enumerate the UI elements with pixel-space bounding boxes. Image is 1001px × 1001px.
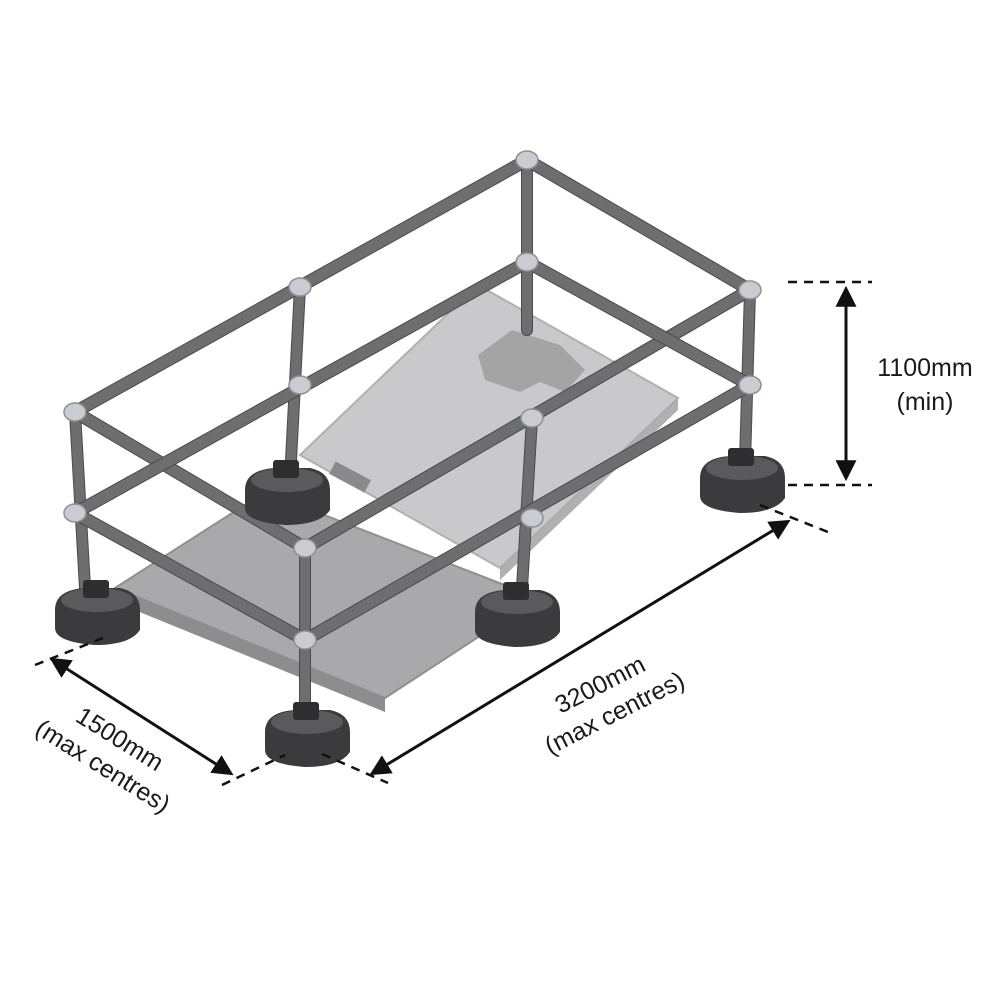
hatch-frame-side bbox=[115, 588, 385, 712]
width-ext-right bbox=[221, 753, 286, 787]
base-front-middle bbox=[265, 702, 350, 767]
clamp-fitting bbox=[293, 538, 317, 558]
clamp-fitting bbox=[515, 252, 539, 272]
base-back-left-socket bbox=[273, 460, 299, 478]
clamp-fitting bbox=[288, 375, 312, 395]
clamp-fitting bbox=[738, 280, 762, 300]
mid-rail-right bbox=[521, 256, 756, 391]
base-front-left-top bbox=[61, 588, 133, 612]
clamp-fitting bbox=[63, 402, 87, 422]
base-back-left bbox=[245, 460, 330, 525]
clamp-fitting bbox=[293, 630, 317, 650]
base-front-right-socket bbox=[503, 582, 529, 600]
post-front-left bbox=[70, 407, 90, 593]
clamp-fitting bbox=[63, 503, 87, 523]
clamp-fitting bbox=[515, 150, 539, 170]
mid-rail-left bbox=[69, 507, 311, 646]
length-ext-right bbox=[759, 503, 829, 534]
top-rail-right bbox=[521, 154, 756, 296]
length-arrow bbox=[369, 519, 791, 776]
base-front-middle-top bbox=[271, 710, 343, 734]
base-right-back-socket bbox=[728, 448, 754, 466]
base-front-left-socket bbox=[83, 580, 109, 598]
clamp-fitting bbox=[520, 508, 544, 528]
hatch-lid bbox=[298, 283, 680, 570]
clamp-fitting bbox=[520, 408, 544, 428]
width-dimension: 1500mm (max centres) bbox=[30, 636, 286, 819]
hatch-hinge bbox=[329, 461, 371, 493]
rail-clamps bbox=[63, 150, 762, 650]
clamp-fitting bbox=[738, 375, 762, 395]
base-right-back bbox=[700, 448, 785, 513]
height-note: (min) bbox=[897, 388, 954, 416]
base-back-left-top bbox=[251, 468, 323, 492]
height-dimension: 1100mm (min) bbox=[788, 280, 973, 487]
base-front-left bbox=[55, 580, 140, 645]
width-ext-left bbox=[34, 636, 104, 667]
clamp-fitting bbox=[288, 277, 312, 297]
top-rail-left bbox=[69, 406, 311, 554]
back-center-base bbox=[478, 330, 585, 392]
base-front-middle-socket bbox=[293, 702, 319, 720]
height-value: 1100mm bbox=[877, 354, 972, 382]
width-arrow bbox=[49, 657, 234, 776]
base-right-back-top bbox=[706, 456, 778, 480]
length-ext-left bbox=[321, 752, 389, 785]
